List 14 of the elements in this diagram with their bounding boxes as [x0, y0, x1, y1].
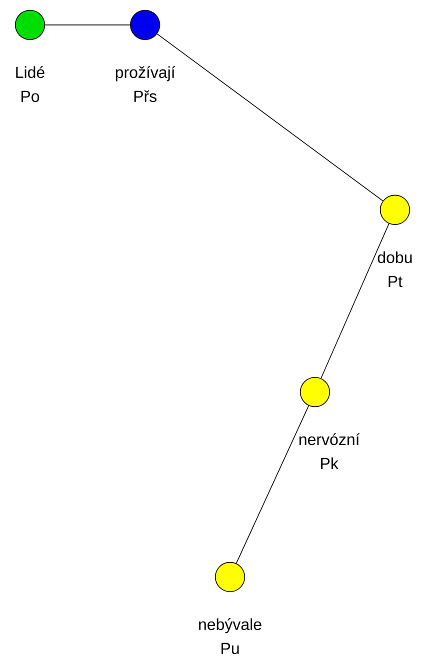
- node-label: Pk: [321, 457, 338, 469]
- connector-line: [44, 24, 130, 26]
- connector-line: [156, 34, 384, 202]
- node-label: Po: [22, 90, 40, 102]
- node-label: Pu: [222, 642, 239, 654]
- node-label: Přs: [134, 90, 156, 102]
- connector-line: [236, 405, 310, 564]
- node-label: nervózní: [299, 433, 360, 446]
- node-label: Pt: [388, 276, 402, 288]
- node-label: dobu: [378, 251, 412, 264]
- connector-line: [320, 223, 390, 379]
- node-label: Lidé: [16, 66, 44, 78]
- node-label: prožívají: [116, 66, 176, 82]
- node-label: nebývale: [199, 618, 262, 634]
